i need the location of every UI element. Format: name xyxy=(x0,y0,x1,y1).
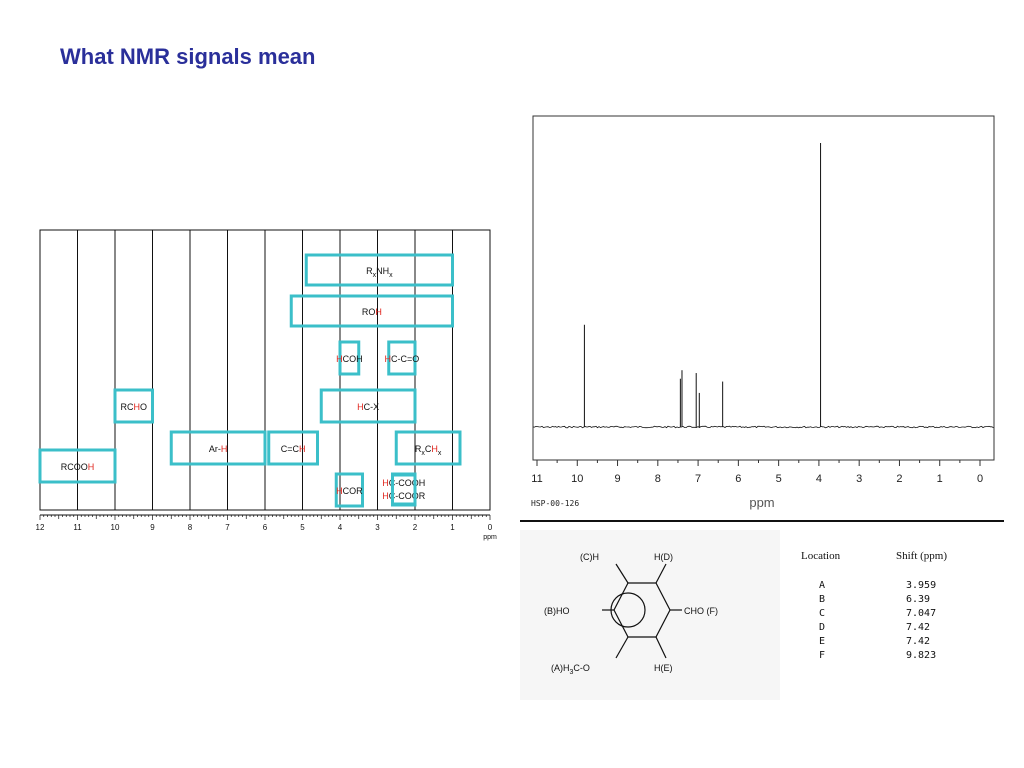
slide-title: What NMR signals mean xyxy=(60,44,316,69)
shift-range-box xyxy=(289,294,454,328)
x-tick-label: 9 xyxy=(150,523,155,532)
x-tick-label: 2 xyxy=(413,523,418,532)
location-cell: B xyxy=(819,594,826,605)
x-axis-label: ppm xyxy=(749,495,774,510)
x-tick-label: 1 xyxy=(937,473,943,485)
x-tick-label: 9 xyxy=(614,473,620,485)
x-tick-label: 12 xyxy=(36,523,45,532)
shift-range-box xyxy=(304,253,454,287)
shift-cell: 3.959 xyxy=(906,580,937,591)
table-row: C 7.047 xyxy=(782,608,982,622)
table-header-shift: Shift (ppm) xyxy=(896,550,948,562)
shift-range-box xyxy=(391,473,417,507)
shift-cell: 7.047 xyxy=(906,608,937,619)
shift-range-box xyxy=(169,430,267,466)
spectrum-baseline xyxy=(532,425,994,429)
bond-a xyxy=(615,636,629,659)
bond-c xyxy=(615,563,629,584)
x-axis-unit: ppm xyxy=(483,534,497,541)
spectrum-frame xyxy=(532,115,995,461)
table-row: D 7.42 xyxy=(782,622,982,636)
shift-range-box xyxy=(334,472,364,508)
location-cell: A xyxy=(819,580,826,591)
group-label: Ar-H xyxy=(209,444,228,454)
shift-range-box xyxy=(38,448,117,484)
x-tick-label: 7 xyxy=(225,523,230,532)
bond-d xyxy=(655,563,667,584)
shift-range-box xyxy=(394,430,462,466)
label-d: H(D) xyxy=(654,552,673,562)
group-label: HC-COOR xyxy=(382,491,425,501)
group-label: HCOH xyxy=(336,354,363,364)
x-tick-label: 0 xyxy=(977,473,983,485)
shift-cell: 9.823 xyxy=(906,650,937,661)
location-cell: E xyxy=(819,636,826,647)
table-row: A 3.959 xyxy=(782,580,982,594)
label-b: (B)HO xyxy=(544,606,570,616)
table-row: F 9.823 xyxy=(782,650,982,664)
molecule-structure: (C)H H(D) (B)HO CHO (F) (A)H3C-O H(E) xyxy=(520,530,780,700)
x-tick-label: 8 xyxy=(188,523,193,532)
label-f: CHO (F) xyxy=(684,606,718,616)
x-tick-label: 4 xyxy=(338,523,343,532)
group-label: RxCHx xyxy=(415,444,442,457)
group-label: HCOR xyxy=(336,486,363,496)
location-cell: D xyxy=(819,622,826,633)
x-tick-label: 6 xyxy=(735,473,741,485)
shift-cell: 7.42 xyxy=(906,622,931,633)
table-row: E 7.42 xyxy=(782,636,982,650)
x-tick-label: 2 xyxy=(896,473,902,485)
group-label: RCOOH xyxy=(61,462,95,472)
group-label: HC-X xyxy=(357,402,379,412)
location-cell: C xyxy=(819,608,826,619)
spectrum-id-label: HSP-00-126 xyxy=(531,499,580,508)
x-tick-label: 11 xyxy=(73,523,82,532)
x-tick-label: 4 xyxy=(816,473,822,485)
group-label: HC-C=O xyxy=(384,354,419,364)
x-tick-label: 5 xyxy=(300,523,305,532)
x-tick-label: 1 xyxy=(450,523,455,532)
shift-range-box xyxy=(338,340,361,376)
x-tick-label: 3 xyxy=(856,473,862,485)
bond-e xyxy=(655,636,667,659)
x-tick-label: 0 xyxy=(488,523,493,532)
x-tick-label: 7 xyxy=(695,473,701,485)
group-label: RxNHx xyxy=(366,266,393,279)
label-c: (C)H xyxy=(580,552,599,562)
shift-range-box xyxy=(319,388,417,424)
label-e: H(E) xyxy=(654,663,673,673)
x-tick-label: 11 xyxy=(531,473,542,485)
group-label: C=CH xyxy=(281,444,306,454)
table-row: B 6.39 xyxy=(782,594,982,608)
x-tick-label: 3 xyxy=(375,523,380,532)
group-label: ROH xyxy=(362,307,382,317)
x-tick-label: 8 xyxy=(655,473,661,485)
shift-range-box xyxy=(113,388,154,424)
group-label: RCHO xyxy=(120,402,147,412)
x-tick-label: 10 xyxy=(111,523,120,532)
table-header-location: Location xyxy=(801,550,841,562)
shift-cell: 6.39 xyxy=(906,594,931,605)
x-tick-label: 5 xyxy=(776,473,782,485)
x-tick-label: 10 xyxy=(571,473,583,485)
group-label: HC-COOH xyxy=(382,478,425,488)
location-cell: F xyxy=(819,650,826,661)
shift-range-box xyxy=(387,340,417,376)
x-tick-label: 6 xyxy=(263,523,268,532)
label-a: (A)H3C-O xyxy=(551,663,590,676)
shift-cell: 7.42 xyxy=(906,636,931,647)
shift-range-box xyxy=(267,430,319,466)
